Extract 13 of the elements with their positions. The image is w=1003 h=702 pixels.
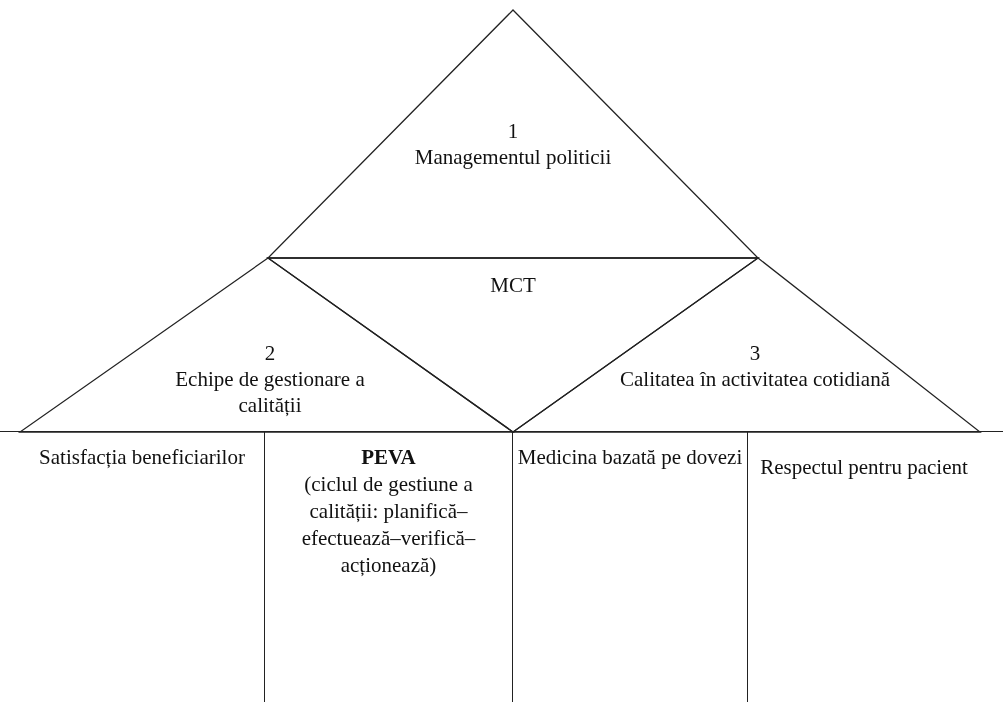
section-number: 3 xyxy=(748,340,762,366)
section-title: Calitatea în activitatea cotidiană xyxy=(619,366,891,392)
column-text: (ciclul de gestiune a calității: planifică–efectuează–verifică–acționează) xyxy=(300,471,477,579)
column-text: Medicina bazată pe dovezi xyxy=(517,444,743,471)
section-number: 2 xyxy=(263,340,277,366)
column-text: Satisfacția beneficiarilor xyxy=(38,444,246,471)
column-heading: PEVA xyxy=(360,444,417,471)
section-number: 1 xyxy=(506,118,520,144)
column-text: Respectul pentru pacient xyxy=(759,454,969,481)
triangle-section xyxy=(268,10,758,258)
section-title: Managementul politicii xyxy=(413,144,613,170)
section-title: MCT xyxy=(489,272,537,298)
section-title: Echipe de gestionare a calității xyxy=(174,366,366,418)
